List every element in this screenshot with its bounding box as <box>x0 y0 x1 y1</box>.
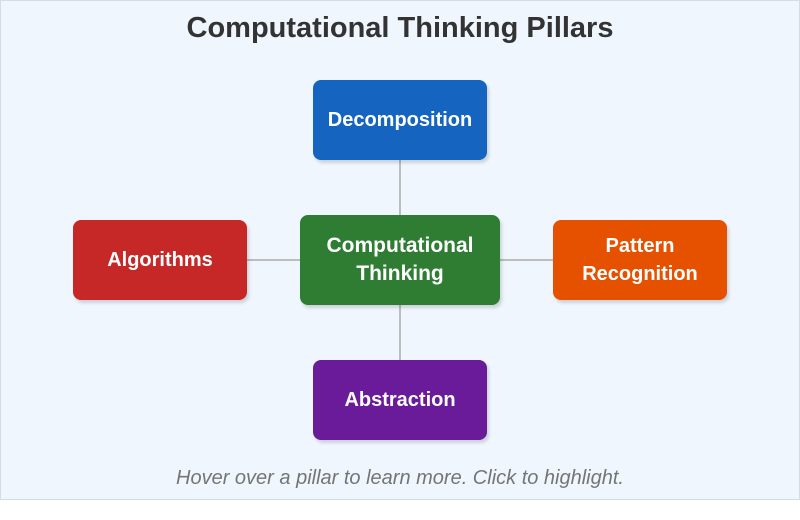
hint-text: Hover over a pillar to learn more. Click… <box>176 467 624 489</box>
connector-right <box>500 259 553 261</box>
center-computational-thinking[interactable]: Computational Thinking <box>300 215 500 305</box>
pillar-label: Abstraction <box>344 389 456 411</box>
pillar-label: Pattern Recognition <box>582 235 698 285</box>
pillar-label: Algorithms <box>107 249 213 271</box>
pillar-label: Decomposition <box>327 109 473 131</box>
pillar-abstraction[interactable]: Abstraction <box>313 360 487 440</box>
diagram-title: Computational Thinking Pillars <box>186 12 614 44</box>
pillar-decomposition[interactable]: Decomposition <box>313 80 487 160</box>
pillar-pattern-recognition[interactable]: Pattern Recognition <box>553 220 727 300</box>
center-label: Computational Thinking <box>326 234 474 285</box>
connector-bottom <box>399 305 401 360</box>
connector-top <box>399 160 401 215</box>
connector-left <box>247 259 300 261</box>
pillar-algorithms[interactable]: Algorithms <box>73 220 247 300</box>
